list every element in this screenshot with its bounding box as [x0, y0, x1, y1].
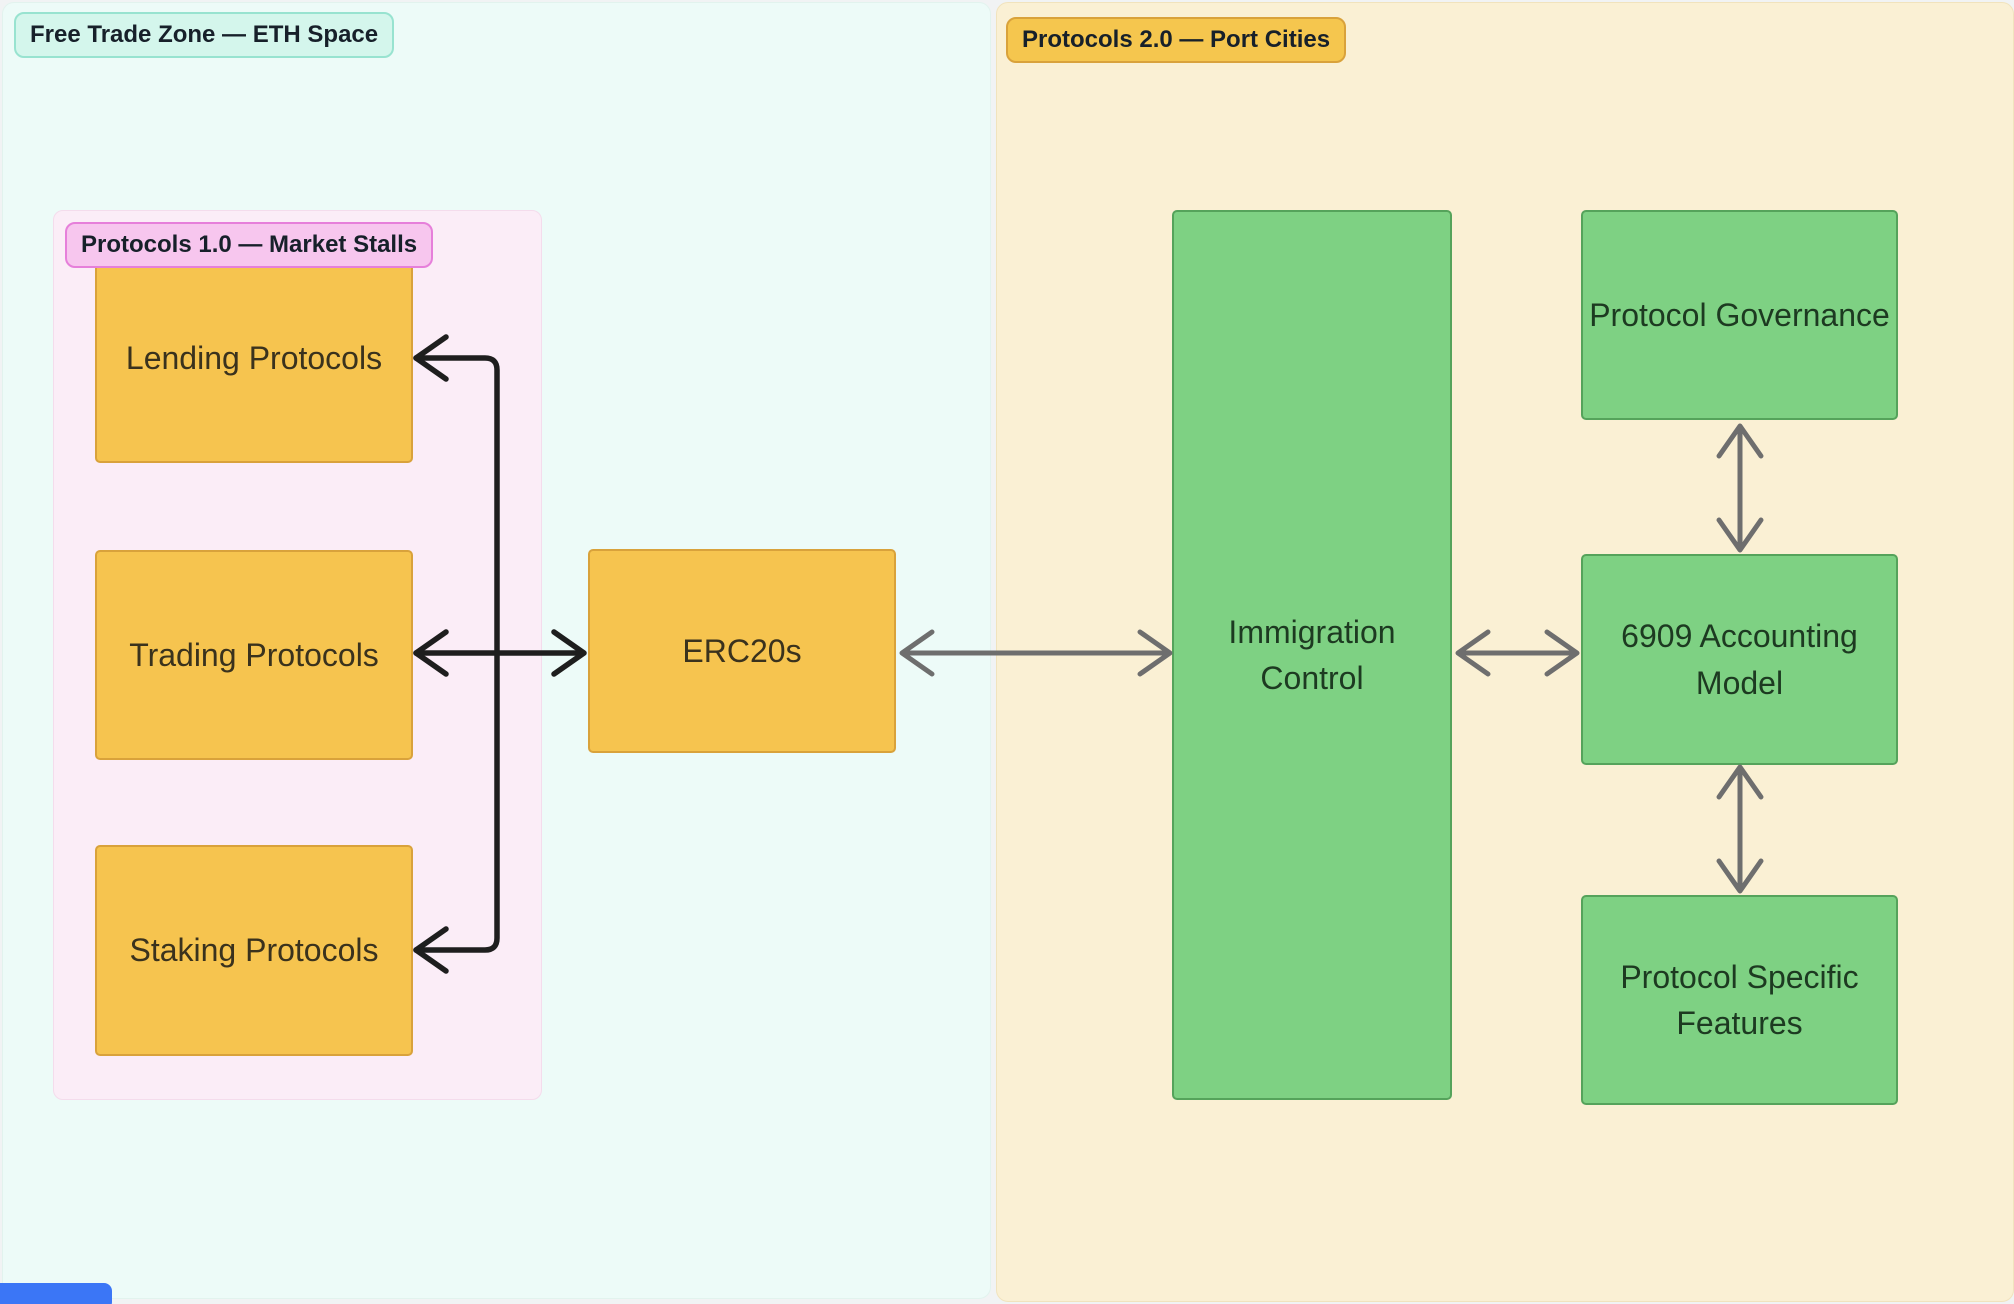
node-erc20s-label: ERC20s — [682, 632, 802, 669]
node-staking-protocols[interactable]: Staking Protocols — [95, 845, 413, 1056]
node-lending-protocols[interactable]: Lending Protocols — [95, 254, 413, 463]
node-protocol-specific-features[interactable]: Protocol Specific Features — [1581, 895, 1898, 1105]
node-erc20s[interactable]: ERC20s — [588, 549, 896, 753]
node-immigration-control[interactable]: Immigration Control — [1172, 210, 1452, 1100]
node-trading-label: Trading Protocols — [129, 636, 379, 673]
node-features-label: Protocol Specific Features — [1620, 958, 1859, 1041]
node-trading-protocols[interactable]: Trading Protocols — [95, 550, 413, 760]
node-accounting-label: 6909 Accounting Model — [1621, 618, 1858, 701]
node-6909-accounting-model[interactable]: 6909 Accounting Model — [1581, 554, 1898, 765]
node-immigration-label: Immigration Control — [1228, 613, 1396, 696]
zone-label-protocols-2-port-cities[interactable]: Protocols 2.0 — Port Cities — [1006, 17, 1347, 63]
bottom-left-blue-bar[interactable] — [0, 1283, 112, 1304]
zone-label-protocols-1-market-stalls[interactable]: Protocols 1.0 — Market Stalls — [65, 222, 434, 268]
node-lending-label: Lending Protocols — [125, 340, 383, 377]
zone-label-free-trade-eth-space[interactable]: Free Trade Zone — ETH Space — [14, 12, 395, 58]
node-governance-label: Protocol Governance — [1589, 296, 1890, 333]
node-staking-label: Staking Protocols — [129, 932, 379, 969]
node-protocol-governance[interactable]: Protocol Governance — [1581, 210, 1898, 420]
